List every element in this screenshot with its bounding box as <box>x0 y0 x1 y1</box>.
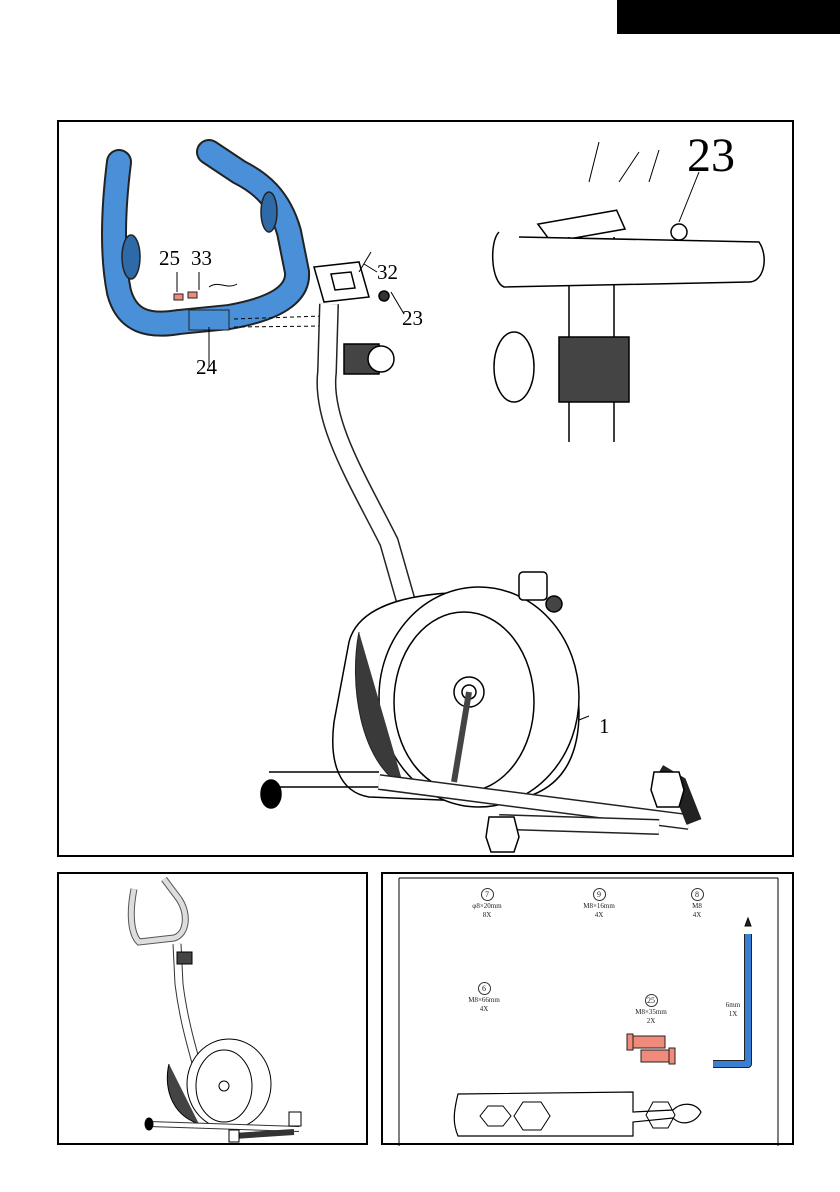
part-7-spec: φ8×20mm <box>457 902 517 911</box>
part-9-spec: M8×16mm <box>569 902 629 911</box>
assembled-preview-panel <box>57 872 368 1145</box>
callout-23-large: 23 <box>687 132 735 180</box>
hardware-parts-panel: 7 φ8×20mm 8X 9 M8×16mm 4X 8 M8 4X 6 M8×6… <box>381 872 794 1145</box>
part-9-qty: 4X <box>569 911 629 920</box>
part-6-label: 6 M8×66mm 4X <box>454 982 514 1014</box>
part-25-number: 25 <box>645 994 658 1007</box>
section-tab <box>617 0 840 34</box>
callout-32: 32 <box>377 262 398 283</box>
assembly-illustration <box>59 122 796 859</box>
allen-key-qty: 1X <box>703 1010 763 1019</box>
callout-23-small: 23 <box>402 308 423 329</box>
part-7-label: 7 φ8×20mm 8X <box>457 888 517 920</box>
part-8-spec: M8 <box>667 902 727 911</box>
part-25-qty: 2X <box>621 1017 681 1026</box>
part-6-number: 6 <box>478 982 491 995</box>
part-9-number: 9 <box>593 888 606 901</box>
part-7-qty: 8X <box>457 911 517 920</box>
part-8-qty: 4X <box>667 911 727 920</box>
allen-key-label: 6mm 1X <box>703 1001 763 1019</box>
part-25-spec: M8×35mm <box>621 1008 681 1017</box>
callout-1: 1 <box>599 716 610 737</box>
allen-key-spec: 6mm <box>703 1001 763 1010</box>
callout-33: 33 <box>191 248 212 269</box>
assembly-diagram-panel: 25 33 32 23 24 1 23 <box>57 120 794 857</box>
callout-25: 25 <box>159 248 180 269</box>
callout-24: 24 <box>196 357 217 378</box>
part-8-label: 8 M8 4X <box>667 888 727 920</box>
part-6-qty: 4X <box>454 1005 514 1014</box>
part-8-number: 8 <box>691 888 704 901</box>
part-6-spec: M8×66mm <box>454 996 514 1005</box>
part-7-number: 7 <box>481 888 494 901</box>
bolt-25-illustration <box>627 1034 675 1064</box>
part-9-label: 9 M8×16mm 4X <box>569 888 629 920</box>
assembled-bike-thumbnail <box>59 874 370 1147</box>
part-25-label: 25 M8×35mm 2X <box>621 994 681 1026</box>
